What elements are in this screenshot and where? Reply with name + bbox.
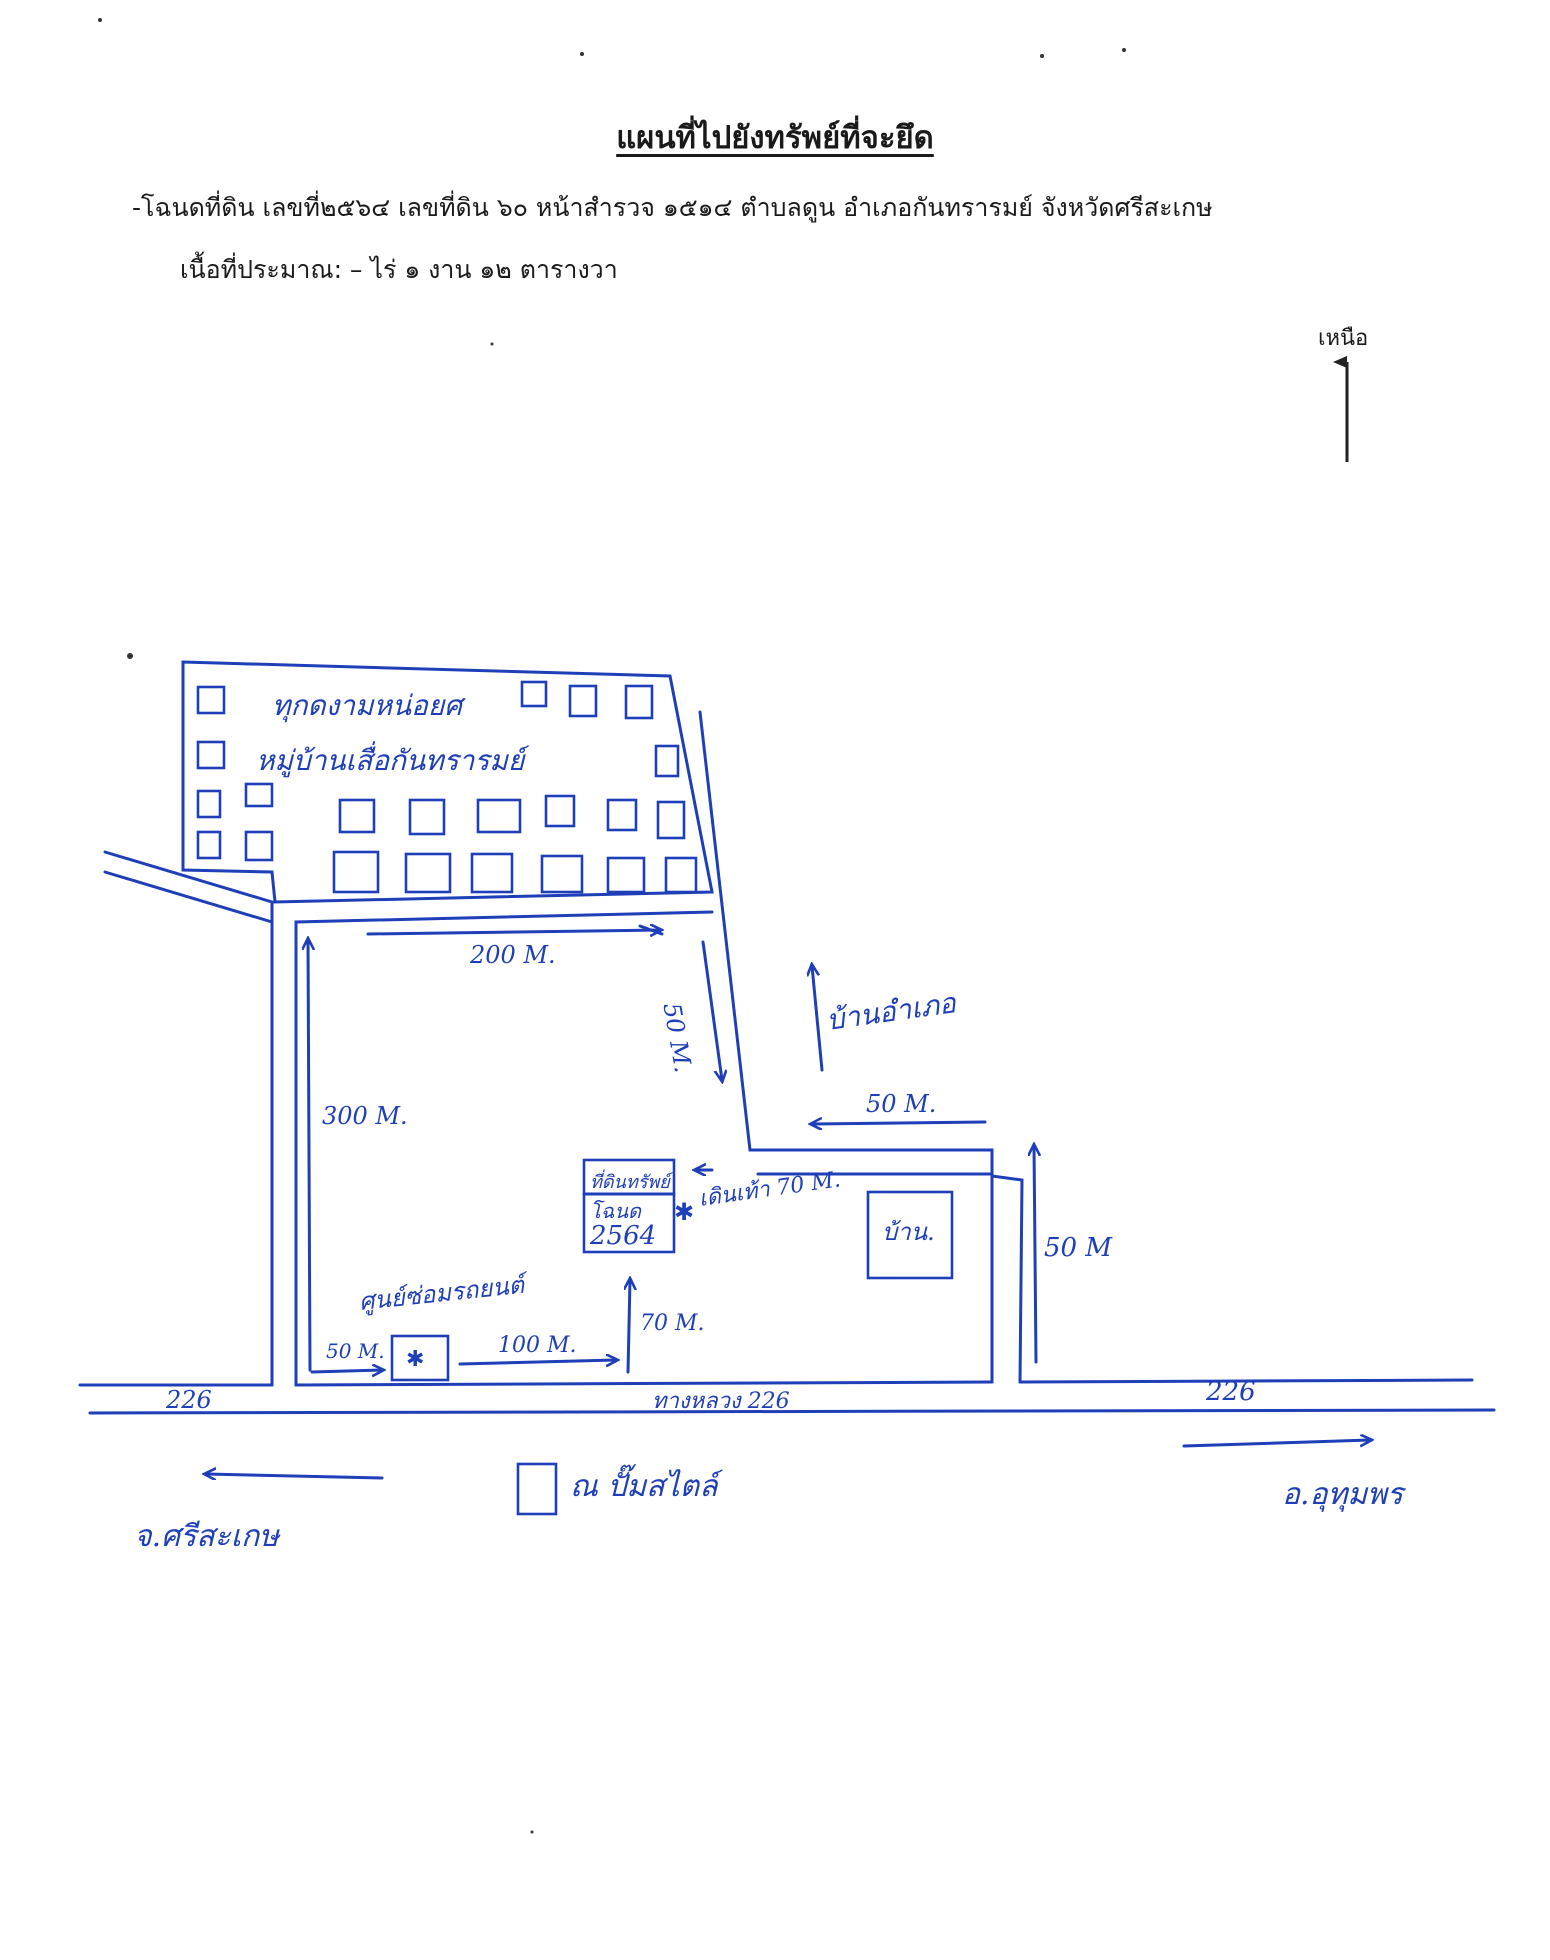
landmark-label: ณ ปั๊มสไตล์ (570, 1464, 723, 1504)
house-label: บ้าน. (882, 1218, 935, 1246)
housing-label-2: หมู่บ้านเสื่อกันทรารมย์ (256, 741, 530, 778)
deed-details: -โฉนดที่ดิน เลขที่๒๕๖๔ เลขที่ดิน ๖๐ หน้า… (132, 193, 1213, 222)
housing-estate-outline (181, 660, 714, 904)
side-road-left (103, 850, 274, 924)
road-226-center: ทางหลวง 226 (652, 1389, 790, 1414)
distance-50m-right: 50 M (1044, 1233, 1113, 1263)
distance-200m: 200 M. (469, 941, 556, 969)
property-label: ที่ดินทรัพย์ (590, 1169, 674, 1193)
distance-100m: 100 M. (498, 1333, 577, 1358)
distance-50m-vertical: 50 M. (657, 1001, 697, 1075)
property-deed-label: โฉนด (590, 1199, 642, 1223)
distance-50m-horizontal: 50 M. (866, 1090, 936, 1118)
shop-star-icon: ✱ (406, 1347, 424, 1372)
road-network (270, 710, 1024, 1387)
landmark-box (516, 1462, 558, 1516)
right-destination: อ.อุทุมพร (1282, 1477, 1407, 1512)
distance-50m-shop: 50 M. (326, 1339, 385, 1363)
distance-70m: 70 M. (640, 1311, 705, 1336)
shop-label: ศูนย์ซ่อมรถยนต์ (358, 1270, 531, 1317)
north-label: เหนือ (1318, 326, 1369, 351)
area-details: เนื้อที่ประมาณ: – ไร่ ๑ งาน ๑๒ ตารางวา (180, 255, 618, 284)
distance-300m: 300 M. (322, 1102, 408, 1130)
page-title: แผนที่ไปยังทรัพย์ที่จะยึด (616, 120, 934, 156)
repair-shop (390, 1334, 450, 1382)
property-deed-number: 2564 (589, 1221, 656, 1251)
highway-226 (78, 1378, 1496, 1415)
village-label: บ้านอำเภอ (824, 986, 959, 1037)
road-226-right: 226 (1205, 1377, 1256, 1407)
road-226-left: 226 (165, 1386, 212, 1414)
scan-noise (98, 18, 1126, 1834)
housing-label-1: ทุกดงามหน่อยศ (272, 689, 466, 723)
left-destination: จ.ศรีสะเกษ (134, 1519, 281, 1554)
property-star-icon: ✱ (674, 1198, 694, 1226)
housing-lots (196, 680, 698, 894)
house-building (866, 1190, 954, 1280)
property-plot (582, 1158, 676, 1254)
